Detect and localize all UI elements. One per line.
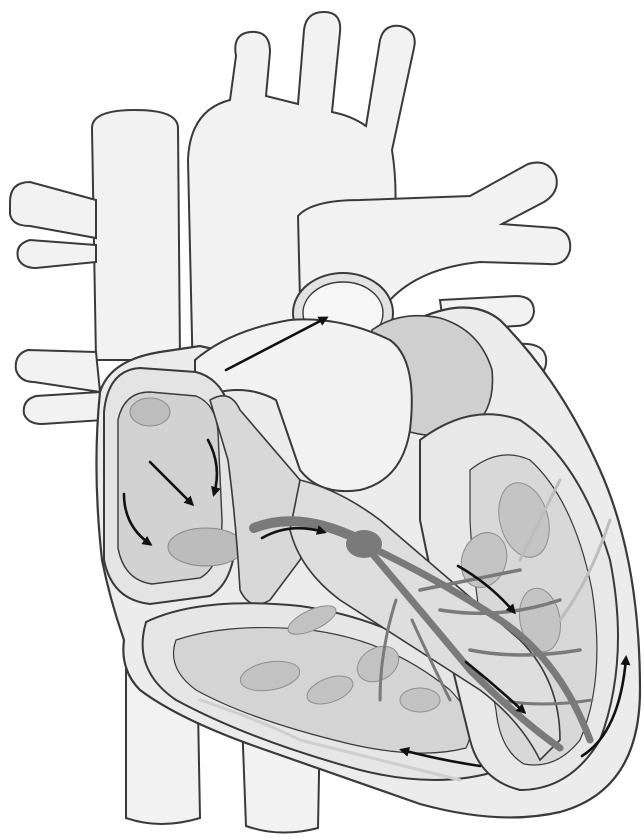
sa-node — [130, 398, 170, 426]
middle-left-vessel-branch — [18, 240, 97, 268]
lower-left-vessel-branch-2 — [24, 392, 104, 424]
upper-left-vessel-branch — [10, 182, 96, 238]
av-node — [168, 528, 244, 566]
superior-vena-cava — [92, 110, 180, 360]
lower-left-vessel-branch — [16, 350, 100, 392]
